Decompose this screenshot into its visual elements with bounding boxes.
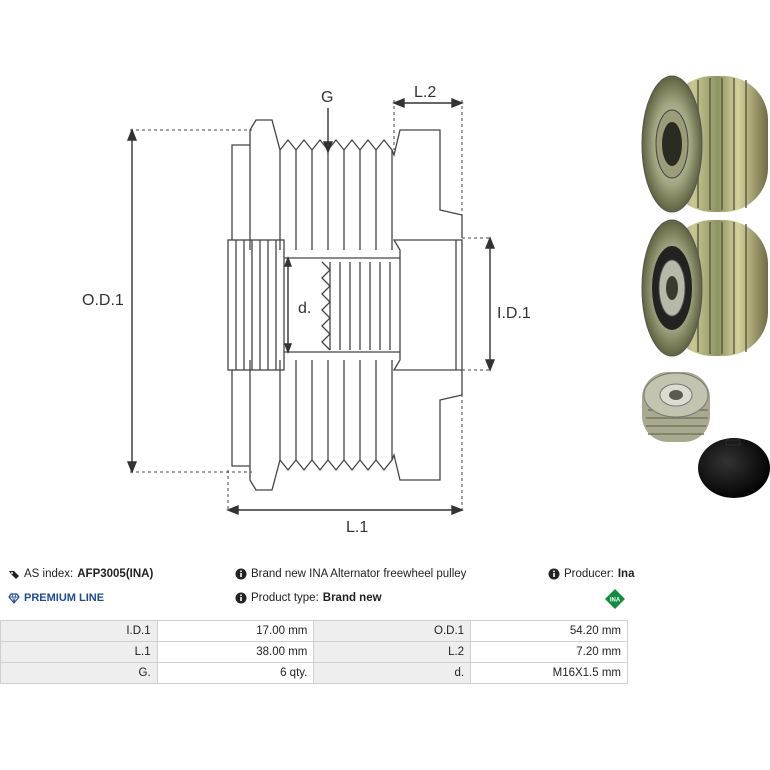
spec-value: 7.20 mm	[470, 641, 628, 663]
spec-key: d.	[313, 662, 472, 684]
info-icon	[235, 592, 247, 604]
table-row: G. 6 qty. d. M16X1.5 mm	[0, 662, 628, 684]
label-od1: O.D.1	[82, 292, 124, 309]
pulley-outline	[249, 119, 463, 491]
info-icon	[548, 568, 560, 580]
producer-label: Producer:	[564, 568, 614, 580]
pulley-technical-drawing: G L.2 O.D.1 I.D.1 d. L.1	[82, 84, 531, 536]
spec-key: I.D.1	[0, 620, 158, 642]
tag-icon	[9, 571, 19, 579]
as-index: AS index: AFP3005(INA)	[8, 568, 153, 580]
label-g: G	[321, 89, 333, 106]
table-row: I.D.1 17.00 mm O.D.1 54.20 mm	[0, 620, 628, 642]
ina-logo: INA	[605, 589, 625, 609]
product-type-value: Brand new	[322, 592, 382, 604]
label-l2: L.2	[414, 84, 436, 101]
product-info: AS index: AFP3005(INA) PREMIUM LINE Bran…	[0, 560, 770, 620]
diamond-icon	[8, 593, 20, 604]
svg-text:INA: INA	[610, 598, 621, 604]
spec-key: O.D.1	[313, 620, 472, 642]
as-index-label: AS index:	[24, 568, 74, 580]
premium-line-badge: PREMIUM LINE	[8, 592, 104, 604]
product-type: Product type: Brand new	[235, 592, 382, 604]
photo-pulley-bearing-side	[641, 219, 768, 357]
spec-value: 38.00 mm	[156, 641, 315, 663]
producer-value: Ina	[617, 568, 635, 580]
spec-value: M16X1.5 mm	[470, 662, 628, 684]
spec-key: L.1	[0, 641, 158, 663]
spec-value: 6 qty.	[156, 662, 315, 684]
spec-key: G.	[0, 662, 158, 684]
spec-table: I.D.1 17.00 mm O.D.1 54.20 mm L.1 38.00 …	[0, 620, 628, 684]
premium-line-label: PREMIUM LINE	[24, 592, 105, 604]
label-d: d.	[298, 300, 311, 317]
as-index-value: AFP3005(INA)	[77, 568, 154, 580]
photo-pulley-spline-side	[641, 75, 768, 213]
description: Brand new INA Alternator freewheel pulle…	[235, 568, 466, 580]
photo-protective-cap	[698, 438, 770, 498]
product-photos	[641, 75, 770, 498]
producer: Producer: Ina	[548, 568, 634, 580]
label-id1: I.D.1	[497, 305, 531, 322]
description-text: Brand new INA Alternator freewheel pulle…	[251, 568, 467, 580]
label-l1: L.1	[346, 519, 368, 536]
info-icon	[235, 568, 247, 580]
spec-key: L.2	[313, 641, 472, 663]
spec-value: 17.00 mm	[156, 620, 315, 642]
table-row: L.1 38.00 mm L.2 7.20 mm	[0, 641, 628, 663]
spec-value: 54.20 mm	[470, 620, 628, 642]
product-type-label: Product type:	[251, 592, 319, 604]
photo-pulley-small	[642, 372, 710, 442]
